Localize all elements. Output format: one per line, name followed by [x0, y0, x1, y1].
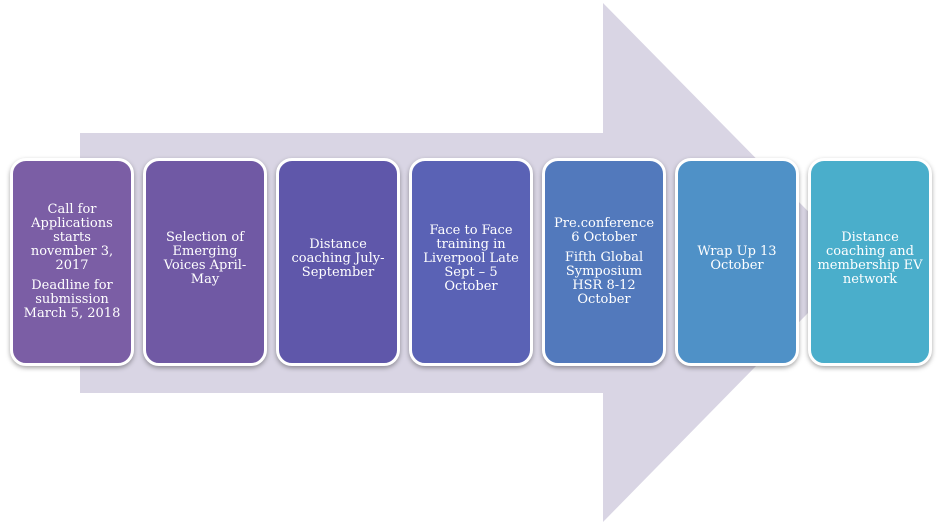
step-symposium: Pre.conference 6 October Fifth Global Sy… — [542, 158, 666, 366]
step-ev-network: Distance coaching and membership EV netw… — [808, 158, 932, 366]
step-1-text-1: Call for Applications starts november 3,… — [30, 202, 114, 273]
step-selection: Selection of Emerging Voices April-May — [143, 158, 267, 366]
step-4-text-1: Face to Face training in Liverpool Late … — [423, 223, 519, 294]
step-5-text-2: Fifth Global Symposium HSR 8-12 October — [564, 250, 644, 307]
step-7-text-1: Distance coaching and membership EV netw… — [817, 230, 923, 287]
step-wrap-up: Wrap Up 13 October — [675, 158, 799, 366]
step-distance-coaching: Distance coaching July-September — [276, 158, 400, 366]
step-call-for-applications: Call for Applications starts november 3,… — [10, 158, 134, 366]
step-1-text-2: Deadline for submission March 5, 2018 — [23, 278, 121, 321]
step-6-text-1: Wrap Up 13 October — [697, 244, 777, 273]
step-5-text-1: Pre.conference 6 October — [553, 216, 655, 245]
step-face-to-face-training: Face to Face training in Liverpool Late … — [409, 158, 533, 366]
step-2-text-1: Selection of Emerging Voices April-May — [163, 230, 247, 287]
step-3-text-1: Distance coaching July-September — [291, 237, 385, 280]
